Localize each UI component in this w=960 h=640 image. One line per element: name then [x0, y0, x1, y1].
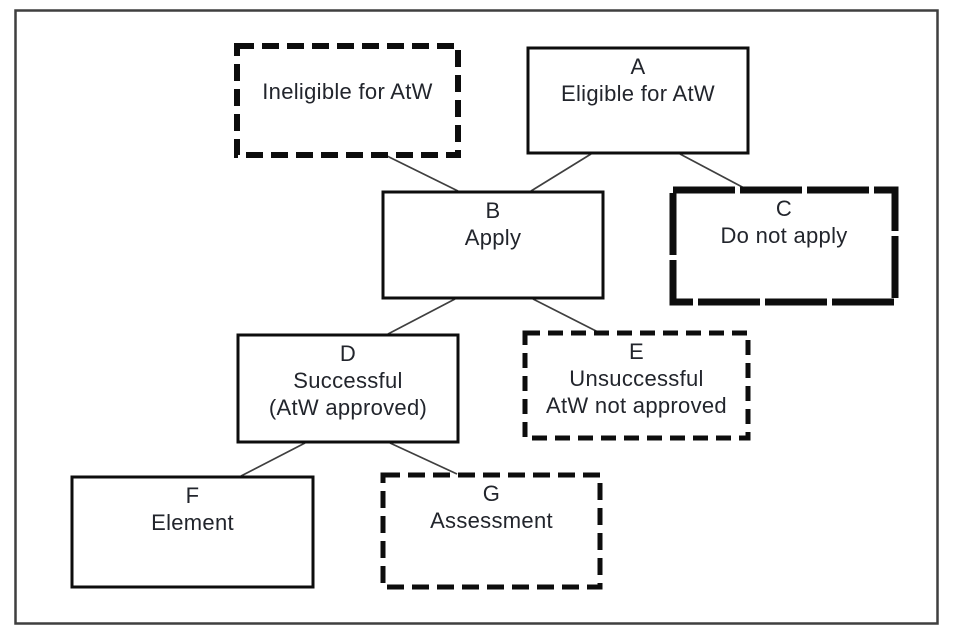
edge-d-to-f [240, 442, 306, 477]
edge-a-to-b [530, 153, 592, 192]
node-g-border [380, 472, 603, 590]
edge-ineligible-to-b [386, 155, 459, 192]
node-a-border [526, 46, 750, 155]
connector-group [240, 153, 747, 477]
outer-frame [14, 9, 939, 625]
node-ineligible-border [234, 43, 461, 158]
edge-d-to-g [389, 442, 458, 475]
edge-b-to-e [532, 298, 599, 333]
node-e-border [522, 330, 751, 441]
node-b-border [381, 190, 605, 300]
edge-b-to-d [387, 298, 456, 335]
node-d-border [236, 333, 460, 444]
edge-a-to-c [679, 153, 747, 190]
node-c-border [669, 186, 899, 306]
node-f-border [70, 475, 315, 589]
